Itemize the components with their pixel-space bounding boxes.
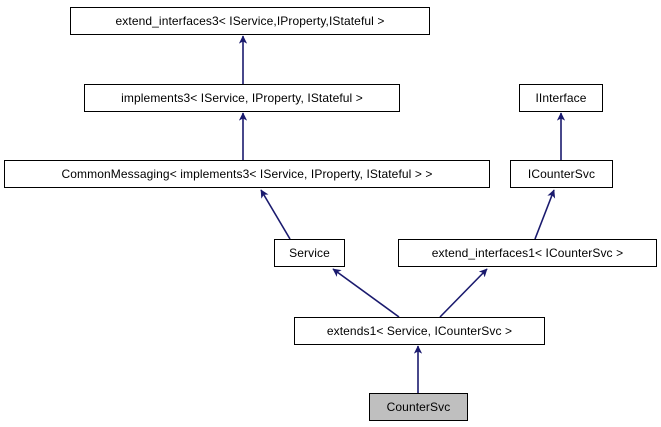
node-commonmessaging[interactable]: CommonMessaging< implements3< IService, … — [4, 160, 490, 188]
node-countersvc[interactable]: CounterSvc — [369, 393, 468, 421]
node-label: extend_interfaces3< IService,IProperty,I… — [115, 14, 385, 28]
node-implements3[interactable]: implements3< IService, IProperty, IState… — [84, 84, 400, 112]
node-label: extends1< Service, ICounterSvc > — [326, 324, 513, 338]
edge-extend_interfaces1-to-icountersvc — [534, 189, 556, 240]
node-icountersvc[interactable]: ICounterSvc — [510, 160, 613, 188]
node-label: ICounterSvc — [527, 167, 596, 181]
node-service[interactable]: Service — [274, 239, 345, 267]
node-extend-interfaces3[interactable]: extend_interfaces3< IService,IProperty,I… — [70, 7, 430, 35]
node-iinterface[interactable]: IInterface — [519, 84, 603, 112]
edge-extends1-to-extend_interfaces1 — [439, 268, 488, 318]
node-label: IInterface — [535, 91, 587, 105]
node-label: extend_interfaces1< ICounterSvc > — [431, 246, 624, 260]
node-extends1[interactable]: extends1< Service, ICounterSvc > — [294, 317, 545, 345]
node-extend-interfaces1[interactable]: extend_interfaces1< ICounterSvc > — [398, 239, 657, 267]
node-label: implements3< IService, IProperty, IState… — [121, 91, 363, 105]
node-label: Service — [289, 246, 330, 260]
edge-extends1-to-service — [332, 268, 400, 318]
node-label: CommonMessaging< implements3< IService, … — [61, 167, 433, 181]
edge-service-to-commonmessaging — [260, 189, 291, 240]
node-label: CounterSvc — [386, 400, 451, 414]
